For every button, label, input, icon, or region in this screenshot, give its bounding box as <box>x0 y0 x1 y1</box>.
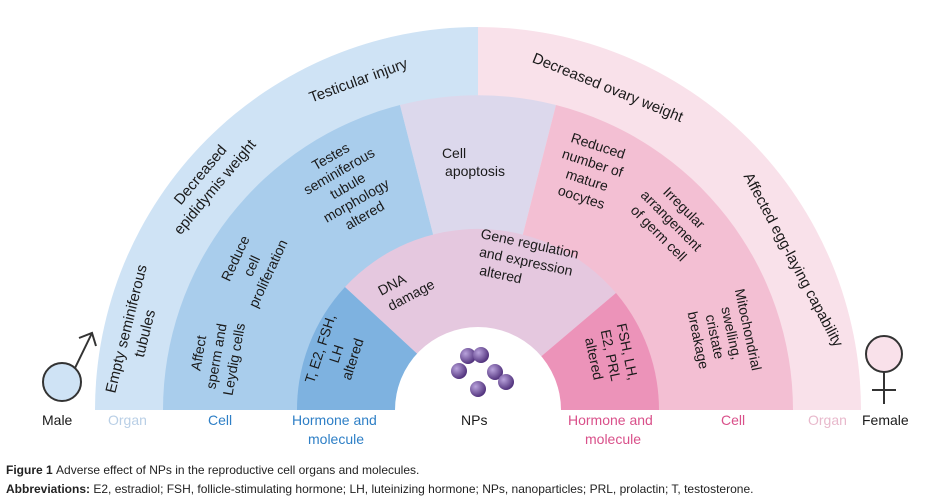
np-particle <box>498 374 514 390</box>
abbreviations-label: Abbreviations: <box>6 482 91 496</box>
svg-text:Affect: Affect <box>187 334 209 372</box>
cell-label-left: Cell <box>208 412 232 428</box>
np-particle <box>473 347 489 363</box>
svg-text:LH: LH <box>326 343 347 365</box>
gene-dna-band <box>345 228 616 410</box>
female-symbol-icon <box>865 335 903 404</box>
male-label: Male <box>42 412 73 428</box>
np-particle <box>487 364 503 380</box>
organ-label-left: Organ <box>108 412 147 428</box>
abbreviations-line: Abbreviations: E2, estradiol; FSH, folli… <box>6 482 753 496</box>
np-particle <box>451 363 467 379</box>
female-label: Female <box>862 412 909 428</box>
male-symbol-icon <box>42 331 97 402</box>
np-particle <box>470 381 486 397</box>
figure-text: Adverse effect of NPs in the reproductiv… <box>56 463 420 477</box>
cell-label-right: Cell <box>721 412 745 428</box>
figure-label: Figure 1 <box>6 463 53 477</box>
cell-apoptosis-text: Cell apoptosis <box>442 145 505 179</box>
nanoparticles-icon <box>451 347 514 397</box>
abbreviations-text: E2, estradiol; FSH, follicle-stimulating… <box>93 482 754 496</box>
svg-text:apoptosis: apoptosis <box>445 163 505 179</box>
center-core <box>395 327 561 410</box>
hormone-label-right-1: Hormone and <box>568 412 653 428</box>
organ-label-right: Organ <box>808 412 847 428</box>
hormone-label-left-1: Hormone and <box>292 412 377 428</box>
figure-caption: Figure 1 Adverse effect of NPs in the re… <box>6 463 419 477</box>
hormone-label-right-2: molecule <box>585 431 641 447</box>
hormone-label-left-2: molecule <box>308 431 364 447</box>
svg-text:Cell: Cell <box>442 145 466 161</box>
nps-label: NPs <box>461 412 487 428</box>
np-particle <box>460 348 476 364</box>
